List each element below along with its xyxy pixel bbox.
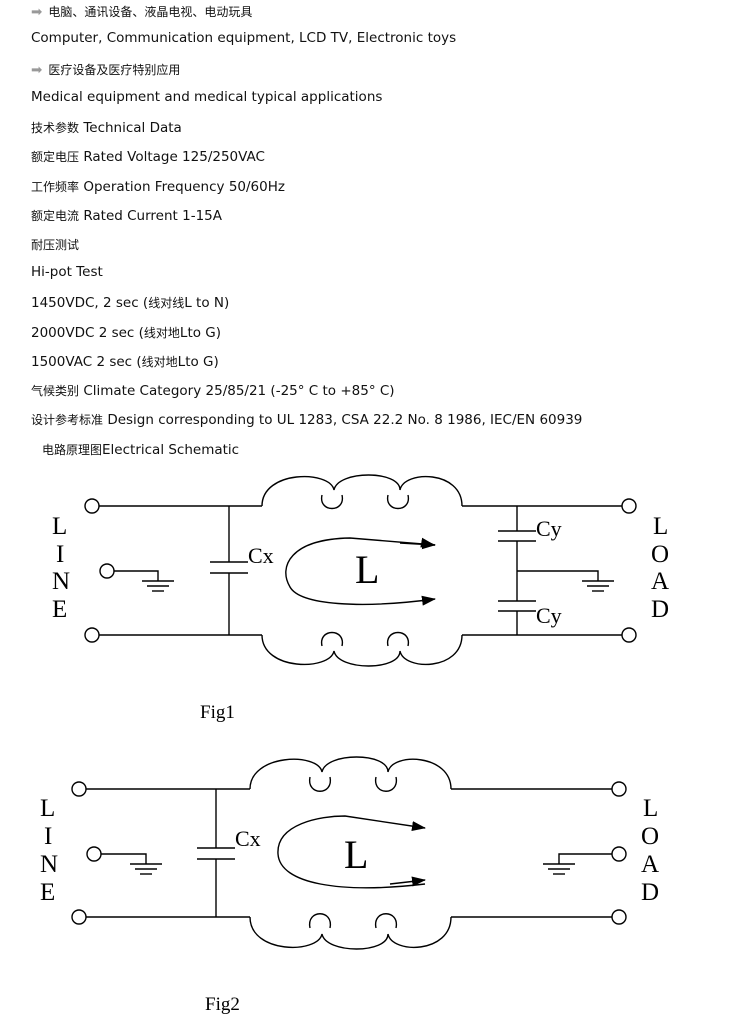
line-letter: N	[52, 568, 70, 595]
inductor-label: L	[355, 547, 379, 592]
line-letter: I	[44, 823, 52, 850]
terminal-icon	[99, 563, 115, 579]
rated-voltage: 额定电压 Rated Voltage 125/250VAC	[31, 149, 265, 165]
terminal-icon	[621, 498, 637, 514]
coil-bottom	[261, 634, 463, 667]
operation-frequency: 工作频率 Operation Frequency 50/60Hz	[31, 179, 285, 195]
design-standard: 设计参考标准 Design corresponding to UL 1283, …	[31, 412, 583, 428]
fig2-schematic: L I N E L O A D Cx L Fig2	[40, 756, 659, 1015]
hipot-en: Hi-pot Test	[31, 264, 103, 280]
cy-top-label: Cy	[536, 516, 562, 541]
terminal-icon	[611, 781, 627, 797]
terminal-icon	[71, 781, 87, 797]
hipot-cn: 耐压测试	[31, 238, 80, 252]
terminal-icon	[71, 909, 87, 925]
cy-bottom-label: Cy	[536, 603, 562, 628]
rated-current: 额定电流 Rated Current 1-15A	[31, 208, 222, 224]
application-item-2-cn: ➡医疗设备及医疗特别应用	[31, 62, 181, 78]
coil-bottom	[249, 916, 452, 950]
flux-arrow	[277, 815, 426, 889]
load-letter: A	[651, 568, 669, 595]
load-letter: L	[653, 513, 668, 540]
coil-top	[249, 756, 452, 790]
application-item-2-en: Medical equipment and medical typical ap…	[31, 89, 383, 105]
line-letter: L	[40, 795, 55, 822]
coil-top	[261, 474, 463, 507]
line-letter: L	[52, 513, 67, 540]
tech-header: 技术参数 Technical Data	[31, 120, 182, 136]
terminal-icon	[86, 846, 102, 862]
terminal-icon	[611, 846, 627, 862]
fig1-schematic: L I N E L O A D Cx Cy Cy L Fig1	[52, 474, 669, 723]
hipot-test-2: 2000VDC 2 sec (线对地Lto G)	[31, 325, 222, 341]
line-letter: N	[40, 851, 58, 878]
terminal-icon	[621, 627, 637, 643]
cx-label: Cx	[248, 543, 274, 568]
arrow-bullet-icon: ➡	[31, 4, 43, 20]
load-letter: A	[641, 851, 659, 878]
flux-arrow	[285, 537, 436, 606]
line-letter: E	[40, 879, 55, 906]
line-letter: E	[52, 596, 67, 623]
fig2-caption: Fig2	[205, 994, 240, 1015]
hipot-test-3: 1500VAC 2 sec (线对地Lto G)	[31, 354, 219, 370]
fig1-caption: Fig1	[200, 702, 235, 723]
arrow-bullet-icon: ➡	[31, 62, 43, 78]
line-letter: I	[56, 541, 64, 568]
terminal-icon	[84, 498, 100, 514]
hipot-test-1: 1450VDC, 2 sec (线对线L to N)	[31, 295, 230, 311]
load-letter: D	[641, 879, 659, 906]
climate-category: 气候类别 Climate Category 25/85/21 (-25° C t…	[31, 383, 395, 399]
load-letter: D	[651, 596, 669, 623]
schematic-heading: 电路原理图Electrical Schematic	[42, 442, 240, 458]
application-item-1-cn: ➡电脑、通讯设备、液晶电视、电动玩具	[31, 4, 253, 20]
inductor-label: L	[344, 832, 368, 877]
application-item-1-en: Computer, Communication equipment, LCD T…	[31, 30, 457, 46]
load-letter: O	[651, 541, 669, 568]
terminal-icon	[611, 909, 627, 925]
cx-label: Cx	[235, 826, 261, 851]
load-letter: O	[641, 823, 659, 850]
load-letter: L	[643, 795, 658, 822]
terminal-icon	[84, 627, 100, 643]
